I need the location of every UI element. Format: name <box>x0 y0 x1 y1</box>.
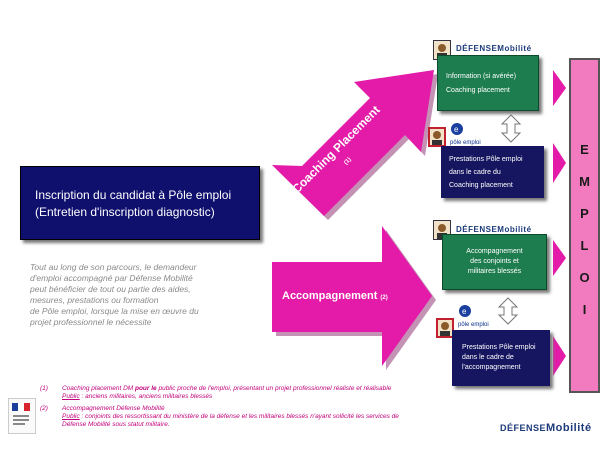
description-line: d'emploi accompagné par Défense Mobilité <box>30 273 193 283</box>
footnote-1-text-b: pour le <box>134 385 157 392</box>
defense-logo-text: DÉFENSE <box>456 44 498 53</box>
double-arrow-2 <box>497 297 519 325</box>
accompagnement-label: Accompagnement (2) <box>282 290 388 302</box>
footnote-2: (2) Accompagnement Défense Mobilité Publi… <box>40 405 480 429</box>
mobilite-logo-text: Mobilité <box>497 225 532 234</box>
pointer-triangle <box>553 70 566 106</box>
description-line: mesures, prestations ou formation <box>30 295 159 305</box>
person-icon <box>440 322 450 336</box>
dm-info-line1: Information (si avérée) <box>446 73 517 80</box>
pe-accomp-line: l'accompagnement <box>462 364 521 371</box>
emploi-letter: E <box>580 142 589 157</box>
description-line: Tout au long de son parcours, le demande… <box>30 262 197 272</box>
defense-mobilite-logo: DÉFENSEMobilité <box>456 38 532 56</box>
description-line: projet professionnel le nécessite <box>30 317 152 327</box>
pole-emploi-text: pôle emploi <box>458 322 489 328</box>
description-line: peut bénéficier de tout ou partie des ai… <box>30 284 191 294</box>
footnote-1: (1) Coaching placement DM pour le public … <box>40 385 470 401</box>
pe-accomp-line: Prestations Pôle emploi <box>462 344 536 351</box>
dm-info-box: Information (si avérée) Coaching placeme… <box>437 55 539 111</box>
pe-coaching-line: Coaching placement <box>449 182 513 189</box>
footnote-2-text: Accompagnement Défense Mobilité <box>62 405 165 412</box>
emploi-letter: O <box>579 270 590 285</box>
dm-accomp-line: des conjoints et <box>470 258 519 265</box>
footnote-2-public-label: Public <box>62 413 80 420</box>
emploi-letter: I <box>582 302 587 317</box>
inscription-box: Inscription du candidat à Pôle emploi (E… <box>20 166 260 240</box>
pole-emploi-e-icon: e <box>451 123 463 135</box>
pointer-triangle <box>553 143 566 183</box>
mobilite-logo-text: Mobilité <box>546 422 592 434</box>
avatar-pe-2 <box>436 318 454 338</box>
coaching-note: (1) <box>343 156 353 167</box>
pe-coaching-line: dans le cadre du <box>449 169 501 176</box>
pole-emploi-text: pôle emploi <box>450 140 481 146</box>
footnote-2-public-text: : conjoints des ressortissant du ministè… <box>79 413 399 420</box>
pe-accomp-line: dans le cadre de <box>462 354 514 361</box>
double-arrow-1 <box>500 114 522 143</box>
dm-accomp-box: Accompagnement des conjoints et militair… <box>442 234 547 290</box>
pole-emploi-e-icon: e <box>459 305 471 317</box>
person-icon <box>432 131 442 145</box>
pe-coaching-line: Prestations Pôle emploi <box>449 156 523 163</box>
footnote-2-public-text2: Défense Mobilité sous statut militaire. <box>62 421 170 428</box>
emploi-bar: E M P L O I <box>569 58 600 393</box>
pole-emploi-logo-1: e pôle emploi <box>450 122 481 146</box>
accompagnement-label-text: Accompagnement <box>282 290 378 302</box>
avatar-pe-1 <box>428 127 446 147</box>
accompagnement-arrow <box>272 226 436 370</box>
pe-accomp-box: Prestations Pôle emploi dans le cadre de… <box>452 330 550 386</box>
description-line: de Pôle emploi, lorsque la mise en œuvre… <box>30 306 199 316</box>
inscription-line2: (Entretien d'inscription diagnostic) <box>35 205 215 219</box>
defense-logo-text: DÉFENSE <box>500 423 547 433</box>
pointer-triangle <box>553 240 566 276</box>
emploi-letter: M <box>579 174 590 189</box>
republic-logo <box>8 398 36 434</box>
footnote-1-num: (1) <box>40 385 48 392</box>
description-text: Tout au long de son parcours, le demande… <box>30 262 245 328</box>
footnote-1-public-text: : anciens militaires, anciens militaires… <box>79 393 213 400</box>
coaching-arrow <box>272 70 438 220</box>
pointer-triangle <box>553 336 566 376</box>
svg-text:e: e <box>462 307 467 316</box>
pole-emploi-logo-2: e pôle emploi <box>458 304 489 328</box>
defense-mobilite-logo-2: DÉFENSEMobilité <box>456 219 532 237</box>
footnote-1-text-c: public proche de l'emploi, présentant un… <box>156 385 392 392</box>
footnote-1-public-label: Public <box>62 393 80 400</box>
footnote-2-num: (2) <box>40 405 48 412</box>
footnote-1-text-a: Coaching placement DM <box>62 385 135 392</box>
mobilite-logo-text: Mobilité <box>497 44 532 53</box>
dm-accomp-line: militaires blessés <box>467 268 522 275</box>
emploi-letter: P <box>580 206 589 221</box>
dm-accomp-line: Accompagnement <box>466 248 523 255</box>
pe-coaching-box: Prestations Pôle emploi dans le cadre du… <box>441 146 544 198</box>
accompagnement-note: (2) <box>380 295 388 301</box>
dm-info-line2: Coaching placement <box>446 87 510 94</box>
marianne-icon <box>12 403 30 425</box>
svg-text:e: e <box>454 125 459 134</box>
defense-logo-text: DÉFENSE <box>456 225 498 234</box>
inscription-line1: Inscription du candidat à Pôle emploi <box>35 188 232 202</box>
defense-mobilite-logo-bottom: DÉFENSEMobilité <box>500 418 592 436</box>
emploi-letter: L <box>580 238 589 253</box>
